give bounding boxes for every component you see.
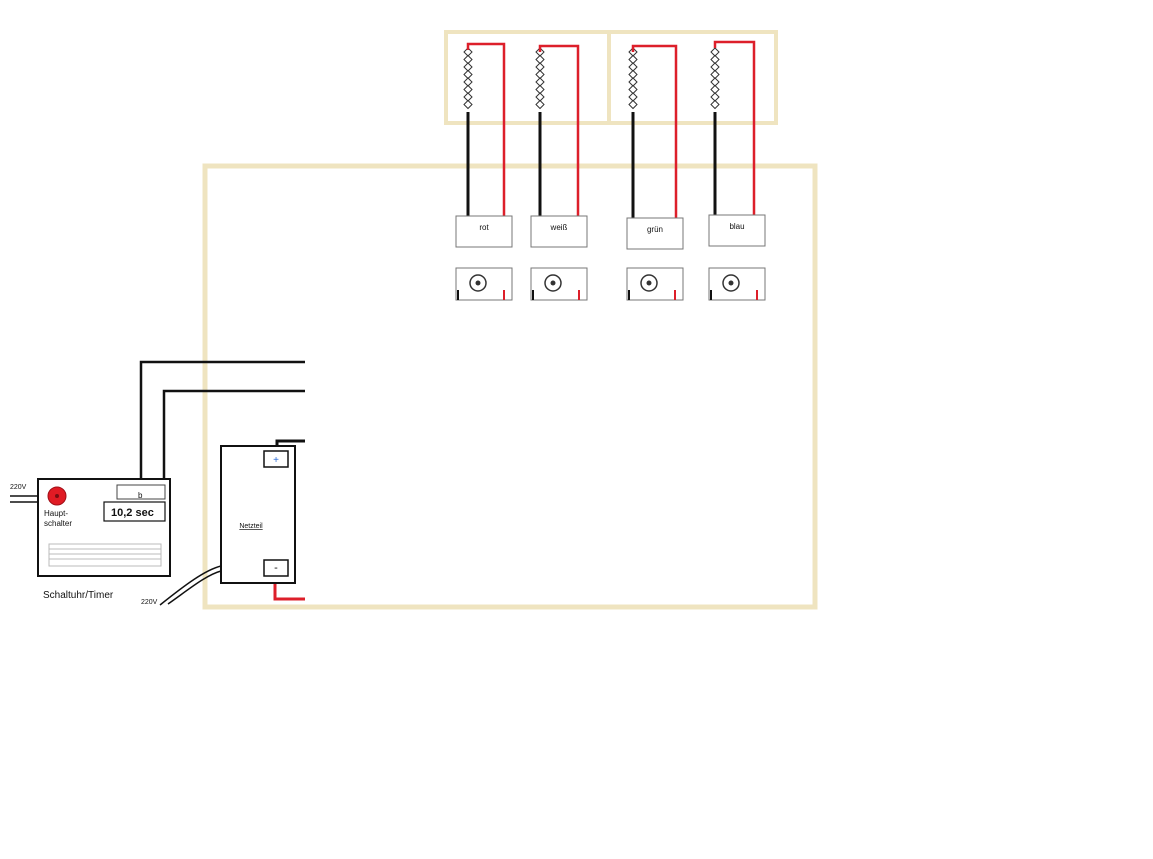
inner-blank-area: [305, 300, 788, 604]
timer-display: [103, 501, 166, 522]
round-connector-icon: [469, 274, 487, 292]
relay-box: [530, 215, 588, 248]
timer-input-label: 220V: [10, 484, 27, 491]
channel-1: rot: [455, 42, 513, 301]
red-wire: [466, 42, 506, 216]
power-supply-label: Netzteil: [239, 523, 263, 530]
timer-vent: [48, 543, 162, 567]
plus-terminal: [263, 450, 289, 468]
round-connector-icon: [722, 274, 740, 292]
main-switch-label-1: Haupt-: [44, 509, 68, 518]
channel-2: weiß: [530, 44, 588, 301]
round-connector-icon: [544, 274, 562, 292]
led-strip-icon: [463, 47, 473, 110]
relay-box: [708, 214, 766, 247]
relay-label: grün: [647, 225, 663, 234]
led-segment: [463, 99, 473, 110]
minus-terminal: [263, 559, 289, 577]
round-connector-icon: [640, 274, 658, 292]
red-wire: [631, 44, 678, 218]
connector-box: [530, 267, 588, 301]
channel-3: grün: [626, 44, 684, 301]
connector-inner: [728, 280, 734, 286]
relay-box: [455, 215, 513, 248]
led-strip-icon: [628, 47, 638, 110]
led-segment: [710, 99, 720, 110]
timer-small-box: [116, 484, 166, 500]
main-switch-label-2: schalter: [44, 519, 72, 528]
timer-box: Haupt- schalter b 10,2 sec Schaltuhr/Tim…: [37, 478, 171, 601]
timer-wires: [139, 360, 305, 480]
power-supply: + - Netzteil: [220, 445, 296, 584]
minus-label: -: [274, 562, 278, 574]
led-strip-icon: [535, 47, 545, 110]
relay-label: weiß: [550, 223, 568, 232]
power-supply-input-label: 220V: [141, 599, 158, 606]
led-segment: [535, 99, 545, 110]
led-segment: [628, 99, 638, 110]
connector-inner: [646, 280, 652, 286]
relay-box: [626, 217, 684, 250]
channel-4: blau: [708, 40, 766, 301]
relay-label: blau: [729, 222, 744, 231]
red-wire: [538, 44, 580, 216]
timer-caption: Schaltuhr/Timer: [43, 590, 114, 601]
connector-inner: [475, 280, 481, 286]
connector-inner: [550, 280, 556, 286]
red-wire: [713, 40, 756, 215]
power-supply-mains-cable: [159, 565, 222, 606]
timer-mains-cable: [10, 495, 38, 503]
timer-small-label: b: [138, 491, 143, 500]
cabinet-frame: [202, 163, 818, 610]
relay-label: rot: [479, 223, 489, 232]
plus-label: +: [273, 455, 279, 466]
timer-display-value: 10,2 sec: [111, 507, 154, 519]
led-strip-icon: [710, 47, 720, 110]
